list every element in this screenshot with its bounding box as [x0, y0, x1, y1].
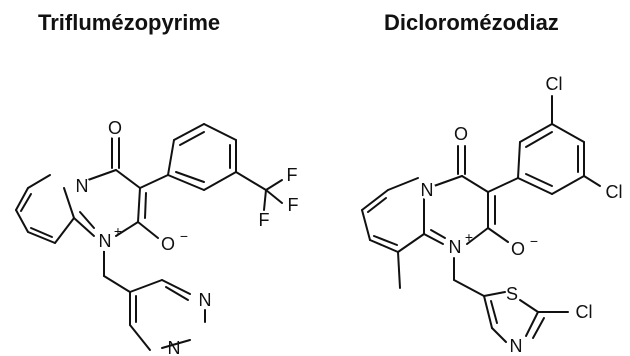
molecule-left: O N N + O − F F F N N: [15, 118, 299, 356]
atom-n-thiazole: N: [510, 336, 523, 356]
atom-o-carbonyl: O: [454, 124, 468, 144]
atom-o-minus: O: [511, 239, 525, 259]
charge-plus: +: [114, 223, 122, 239]
atom-n-ring: N: [76, 176, 89, 196]
atom-n-plus: N: [449, 237, 462, 257]
charge-minus: −: [180, 228, 188, 244]
atom-n-plus: N: [99, 231, 112, 251]
atom-s-thiazole: S: [506, 284, 518, 304]
molecule-right: Cl Cl O N N + O − S Cl N: [361, 74, 623, 356]
atom-cl-right: Cl: [606, 182, 623, 202]
molecule-title-left: Triflumézopyrime: [38, 10, 221, 35]
atom-f-1: F: [287, 165, 298, 185]
charge-minus: −: [530, 233, 538, 249]
charge-plus: +: [465, 229, 473, 245]
atom-n-ring: N: [421, 180, 434, 200]
atom-o-carbonyl: O: [108, 118, 122, 138]
atom-o-minus: O: [161, 234, 175, 254]
atom-n-pyrimidine-1: N: [199, 290, 212, 310]
atom-cl-thiazole: Cl: [576, 302, 593, 322]
atom-f-2: F: [288, 195, 299, 215]
atom-cl-top: Cl: [546, 74, 563, 94]
atom-f-3: F: [259, 210, 270, 230]
atom-n-pyrimidine-2: N: [168, 338, 181, 356]
molecule-title-right: Dicloromézodiaz: [384, 10, 559, 35]
